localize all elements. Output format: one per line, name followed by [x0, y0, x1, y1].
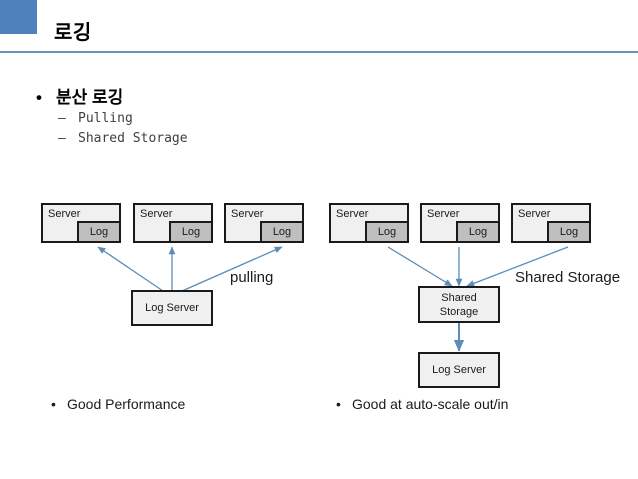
caption-text: Good at auto-scale out/in: [352, 396, 509, 412]
log-box: Log: [169, 221, 213, 243]
left-server-2: Server Log: [133, 203, 213, 243]
left-server-1: Server Log: [41, 203, 121, 243]
pulling-label: pulling: [230, 269, 274, 286]
bullet-level1: • 분산 로깅: [30, 86, 450, 109]
right-caption: • Good at auto-scale out/in: [334, 396, 508, 412]
log-box: Log: [547, 221, 591, 243]
caption-bullet-icon: •: [336, 396, 341, 412]
bullet-level2-label: Shared Storage: [78, 131, 188, 146]
shared-storage-line1: Shared: [441, 291, 477, 304]
title-divider: [0, 51, 638, 53]
server-title: Server: [140, 208, 173, 220]
caption-text: Good Performance: [67, 396, 186, 412]
left-caption: • Good Performance: [49, 396, 185, 412]
left-server-3: Server Log: [224, 203, 304, 243]
shared-storage-line2: Storage: [439, 305, 479, 318]
server-title: Server: [48, 208, 81, 220]
right-server-3: Server Log: [511, 203, 591, 243]
bullet-level2-label: Pulling: [78, 111, 133, 126]
server-title: Server: [518, 208, 551, 220]
server-title: Server: [231, 208, 264, 220]
log-box: Log: [456, 221, 500, 243]
dash-marker-icon: –: [58, 111, 66, 126]
shared-storage-node: Shared Storage: [418, 286, 500, 323]
log-box: Log: [365, 221, 409, 243]
page-title: 로깅: [54, 22, 92, 44]
bullet-level2-shared-storage: – Shared Storage: [30, 129, 450, 149]
server-title: Server: [427, 208, 460, 220]
shared-storage-label: Shared Storage: [515, 269, 621, 286]
right-server-1: Server Log: [329, 203, 409, 243]
caption-bullet-icon: •: [51, 396, 56, 412]
bullet-level1-label: 분산 로깅: [56, 88, 124, 107]
bullet-list: • 분산 로깅 – Pulling – Shared Storage: [30, 86, 450, 149]
bullet-marker-icon: •: [36, 88, 42, 107]
dash-marker-icon: –: [58, 131, 66, 146]
bullet-level2-pulling: – Pulling: [30, 109, 450, 129]
log-box: Log: [260, 221, 304, 243]
right-server-2: Server Log: [420, 203, 500, 243]
left-log-server-node: Log Server: [131, 290, 213, 326]
log-box: Log: [77, 221, 121, 243]
right-log-server-node: Log Server: [418, 352, 500, 388]
title-accent-block: [0, 0, 37, 34]
server-title: Server: [336, 208, 369, 220]
